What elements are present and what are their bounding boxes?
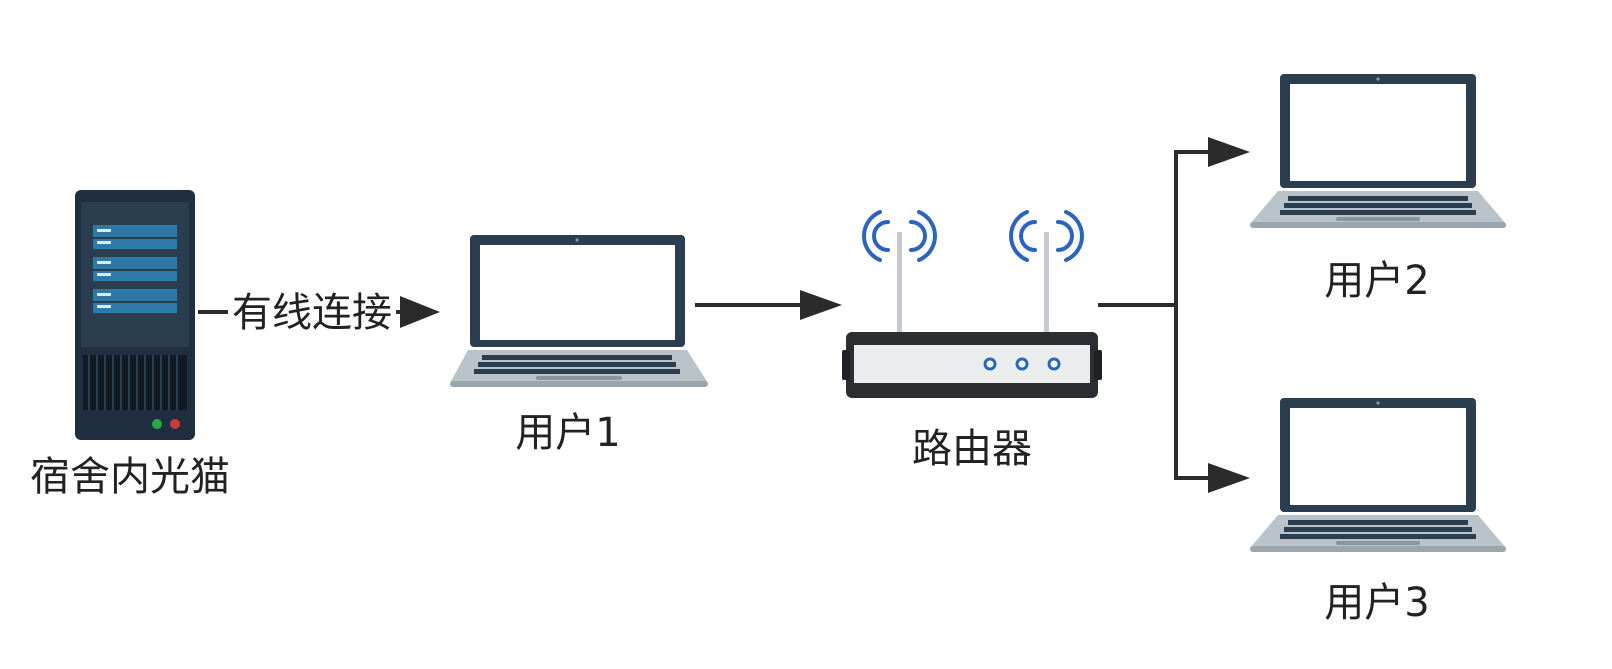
user1-label: 用户1 (515, 410, 620, 456)
router-icon (842, 210, 1102, 398)
edge-user1-to-router (695, 290, 842, 320)
user3-label: 用户3 (1324, 580, 1429, 626)
modem-label: 宿舍内光猫 (30, 454, 230, 500)
edge-modem-to-user1: 有线连接 (198, 286, 440, 336)
user2-label: 用户2 (1324, 258, 1429, 304)
server-icon (75, 190, 195, 440)
arrowhead-user2 (1208, 137, 1250, 167)
router-label: 路由器 (912, 426, 1032, 472)
laptop-icon (1250, 398, 1506, 552)
laptop-icon (450, 235, 708, 387)
edge-label-wired: 有线连接 (232, 290, 392, 336)
laptop-icon (1250, 74, 1506, 228)
edge-router-branch (1098, 150, 1212, 480)
arrowhead-user3 (1208, 463, 1250, 493)
